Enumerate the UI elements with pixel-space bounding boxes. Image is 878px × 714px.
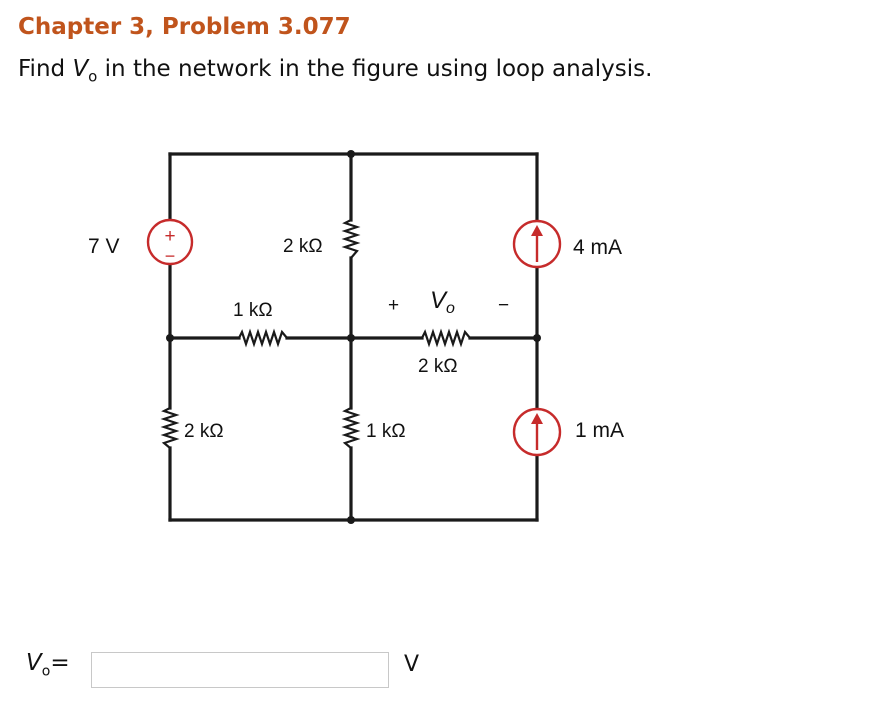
- node-mid-left: [166, 334, 174, 342]
- answer-row: Vo= V: [20, 646, 520, 694]
- problem-question: Find Vo in the network in the figure usi…: [18, 56, 652, 86]
- label-7v: 7 V: [88, 235, 120, 258]
- label-vo-sub: o: [446, 300, 455, 317]
- answer-label-var: V: [26, 650, 42, 676]
- resistor-top-middle: [341, 219, 361, 259]
- circuit-diagram: + − 7 V 2 kΩ 4 mA 1 kΩ + Vo − 2 kΩ 2 kΩ …: [88, 150, 624, 524]
- current-source-1ma: [512, 407, 562, 457]
- question-var: V: [72, 56, 89, 82]
- resistor-middle-right: [421, 328, 471, 348]
- label-vo-minus: −: [498, 295, 509, 316]
- answer-label: Vo=: [26, 650, 70, 680]
- node-mid-center: [347, 334, 355, 342]
- source-minus-sign: −: [165, 246, 176, 266]
- resistor-middle-left: [238, 328, 288, 348]
- label-r-bottom-middle: 1 kΩ: [366, 421, 406, 442]
- voltage-source-7v: + −: [146, 218, 194, 266]
- question-sub: o: [88, 67, 98, 86]
- resistor-bottom-left: [160, 407, 180, 449]
- label-r-bottom-left: 2 kΩ: [184, 421, 224, 442]
- question-suffix: in the network in the figure using loop …: [97, 56, 653, 82]
- current-source-4ma: [512, 219, 562, 269]
- node-mid-right: [533, 334, 541, 342]
- answer-label-sub: o: [41, 663, 51, 680]
- node-top-middle: [347, 150, 355, 158]
- label-r-middle-left: 1 kΩ: [233, 300, 273, 321]
- label-vo: Vo: [430, 287, 455, 317]
- resistor-bottom-middle: [341, 407, 361, 449]
- label-vo-plus: +: [388, 295, 399, 316]
- label-vo-var: V: [430, 287, 448, 314]
- source-plus-sign: +: [164, 226, 175, 247]
- answer-label-eq: =: [50, 650, 70, 676]
- label-r-top-middle: 2 kΩ: [283, 236, 323, 257]
- answer-input[interactable]: [91, 652, 389, 688]
- problem-title: Chapter 3, Problem 3.077: [18, 14, 351, 40]
- answer-unit: V: [404, 652, 420, 677]
- label-4ma: 4 mA: [573, 236, 622, 259]
- label-r-middle-right: 2 kΩ: [418, 356, 458, 377]
- node-bottom-middle: [347, 516, 355, 524]
- label-1ma: 1 mA: [575, 419, 624, 442]
- question-prefix: Find: [18, 56, 73, 82]
